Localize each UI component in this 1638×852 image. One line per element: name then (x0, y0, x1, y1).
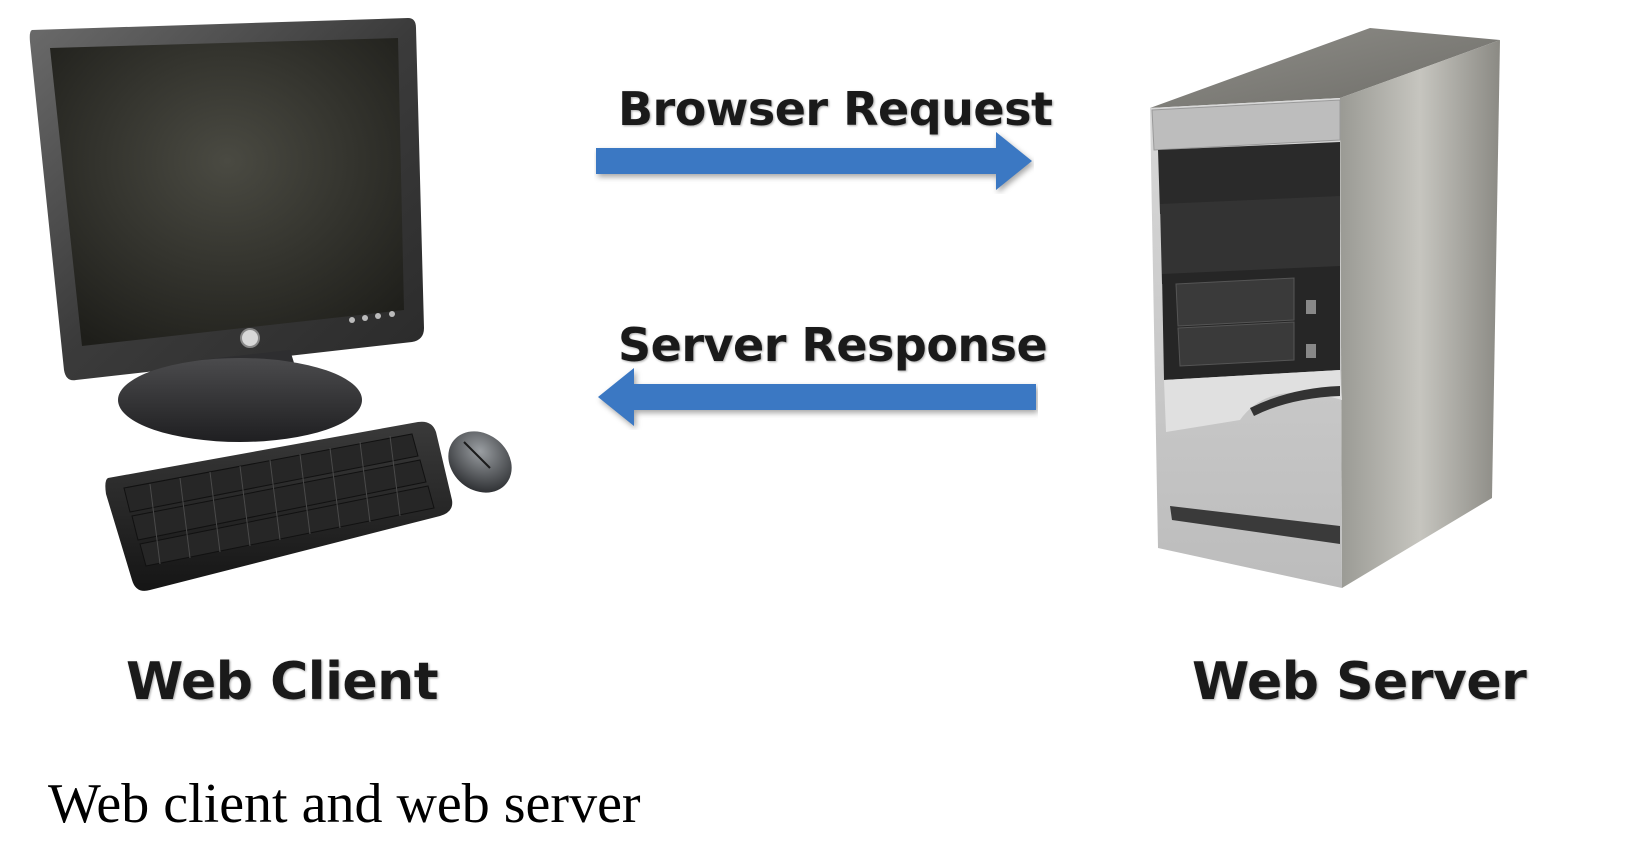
response-arrow (598, 368, 1036, 426)
keyboard (105, 421, 453, 591)
web-client-computer-illustration (29, 18, 512, 591)
web-client-label: Web Client (126, 652, 439, 712)
monitor-stand (118, 350, 362, 442)
web-server-label: Web Server (1192, 652, 1527, 712)
request-arrow (596, 132, 1032, 190)
web-server-tower-illustration (1150, 28, 1500, 588)
mouse (448, 431, 512, 493)
monitor (29, 18, 424, 381)
front-panel (1164, 370, 1342, 544)
figure-caption: Web client and web server (48, 773, 641, 835)
browser-request-label: Browser Request (618, 82, 1053, 136)
server-response-label: Server Response (618, 318, 1048, 372)
drive-bays (1158, 142, 1340, 380)
